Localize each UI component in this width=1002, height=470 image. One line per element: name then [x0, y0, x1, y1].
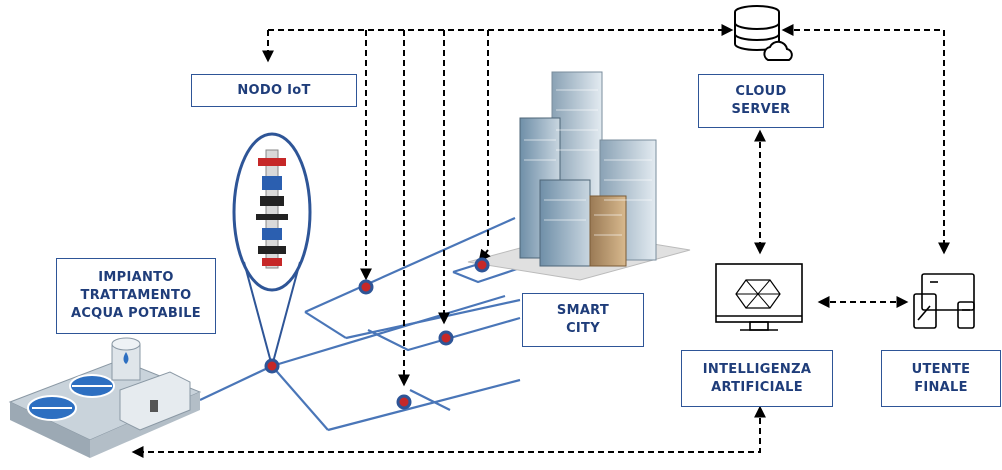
- label-nodo-iot: NODO IoT: [191, 74, 357, 107]
- city-buildings-illustration: [467, 71, 691, 281]
- sensor-node: [474, 257, 490, 273]
- water-plant-illustration: [8, 337, 202, 458]
- label-utente-line1: UTENTE: [911, 361, 971, 377]
- label-ai-line2: ARTIFICIALE: [711, 379, 803, 395]
- sensor-node: [396, 394, 412, 410]
- label-utente-finale: UTENTE FINALE: [881, 350, 1001, 407]
- label-impianto-line3: ACQUA POTABILE: [70, 306, 201, 321]
- label-smart-city-line2: CITY: [566, 321, 600, 336]
- label-smart-city-line1: SMART: [556, 303, 610, 318]
- devices-icon: [913, 273, 975, 329]
- sensor-nodes: [264, 257, 490, 410]
- label-cloud-server-line1: CLOUD: [735, 84, 787, 99]
- connectors: [131, 24, 950, 458]
- label-utente-line2: FINALE: [914, 379, 968, 395]
- label-cloud-server-line2: SERVER: [731, 102, 791, 117]
- label-impianto-line2: TRATTAMENTO: [80, 288, 192, 303]
- label-nodo-iot-text: NODO IoT: [237, 82, 311, 98]
- sensor-node: [358, 279, 374, 295]
- label-intelligenza-artificiale: INTELLIGENZA ARTIFICIALE: [681, 350, 833, 407]
- label-smart-city: SMART CITY: [522, 293, 644, 347]
- sensor-node: [264, 358, 280, 374]
- label-impianto: IMPIANTO TRATTAMENTO ACQUA POTABILE: [56, 258, 216, 334]
- label-impianto-line1: IMPIANTO: [98, 270, 174, 285]
- sensor-node: [438, 330, 454, 346]
- ai-monitor-icon: [715, 263, 803, 331]
- label-cloud-server: CLOUD SERVER: [698, 74, 824, 128]
- database-cloud-icon: [734, 5, 793, 61]
- label-ai-line1: INTELLIGENZA: [702, 361, 812, 377]
- iot-sensor-illustration: [232, 132, 312, 367]
